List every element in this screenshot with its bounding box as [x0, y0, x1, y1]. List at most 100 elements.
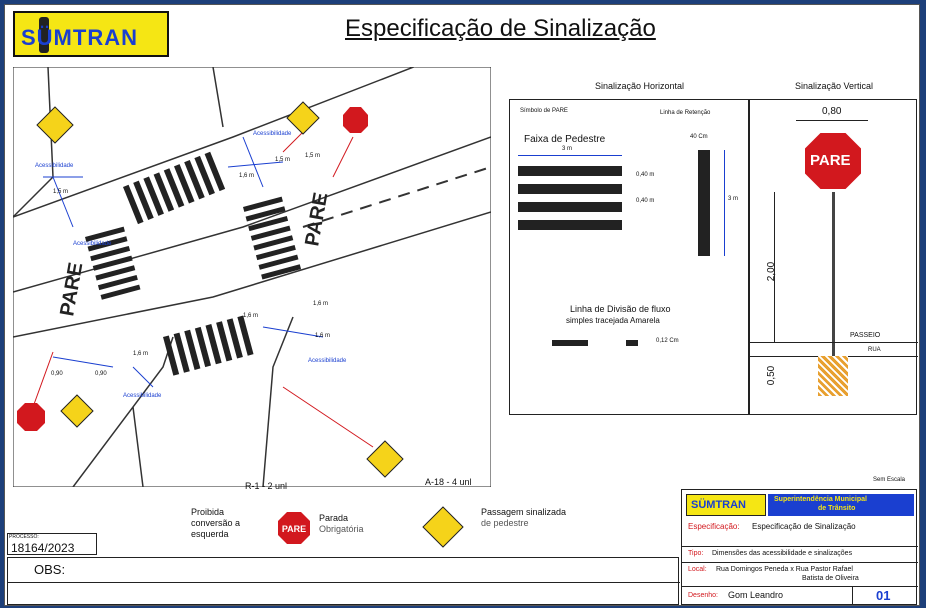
processo-box: PROCESSO: 18164/2023: [7, 533, 97, 555]
org-line1: Superintendência Municipal: [774, 496, 867, 503]
processo-value: 18164/2023: [11, 541, 75, 555]
sign-post: [832, 192, 835, 392]
legend-item3b: de pedestre: [481, 518, 529, 528]
pedestrian-sign-icon: [422, 506, 464, 548]
tipo-label: Tipo:: [688, 550, 704, 557]
title-block-logo: SÜMTRAN: [686, 494, 766, 516]
desenho-value: Gom Leandro: [728, 590, 784, 600]
legend-item2b: Obrigatória: [319, 524, 364, 534]
horizontal-title: Sinalização Horizontal: [595, 81, 685, 91]
stop-sign-icon: [343, 107, 368, 133]
faixa-width: 3 m: [562, 146, 573, 152]
passeio-label: PASSEIO: [850, 332, 881, 339]
ground-line: [750, 342, 918, 343]
footing: [818, 356, 848, 396]
espec-value: Especificação de Sinalização: [752, 522, 856, 531]
divisao-title: Linha de Divisão de fluxo: [570, 304, 671, 314]
sheet-number: 01: [876, 588, 891, 603]
drawing-sheet: SÜMTRAN Especificação de Sinalização: [4, 4, 920, 606]
pedestrian-sign-icon: [36, 106, 74, 144]
access-label: Acessibilidade: [123, 393, 162, 399]
tb-divider: [682, 562, 918, 563]
intersection-plan: PARE PARE Acessibilidade Acessibilidade …: [13, 67, 491, 487]
scale-note: Sem Escala: [873, 477, 906, 483]
divisao-dash: [552, 340, 588, 346]
page-title: Especificação de Sinalização: [345, 15, 656, 42]
height-dim: 2,00: [766, 261, 778, 282]
divisao-dash: [626, 340, 638, 346]
dim-label: 1,5 m: [275, 157, 290, 163]
legend-item3a: Passagem sinalizada: [481, 507, 567, 517]
faixa-dim-line: [518, 155, 622, 156]
stop-sign-icon: PARE: [278, 512, 310, 544]
obs-box: OBS:: [7, 557, 680, 605]
desenho-label: Desenho:: [688, 592, 718, 599]
dim-label: 1,6 m: [133, 351, 148, 357]
sign-label-a18: A-18 - 4 unl: [425, 477, 472, 487]
legend-pare-text: PARE: [282, 524, 306, 534]
stop-sign-icon: [803, 131, 863, 191]
legend-item2a: Parada: [319, 513, 349, 523]
retencao-len: 3 m: [728, 196, 739, 202]
sheet-number-box: [852, 587, 914, 604]
local-value1: Rua Domingos Peneda x Rua Pastor Rafael: [716, 566, 853, 573]
local-label: Local:: [688, 566, 707, 573]
access-label: Acessibilidade: [308, 358, 347, 364]
dim-label: 0,90: [95, 371, 107, 377]
faixa-stripe: [518, 220, 622, 230]
dim-label: 0,90: [51, 371, 63, 377]
retencao-width: 40 Cm: [690, 134, 708, 140]
title-block: SÜMTRAN Superintendência Municipal de Tr…: [681, 489, 918, 605]
logo-text: SÜMTRAN: [21, 25, 138, 50]
rua-label: RUA: [868, 347, 881, 353]
access-label: Acessibilidade: [253, 131, 292, 137]
dim-040-a: 0,40 m: [636, 172, 655, 178]
pedestrian-sign-icon: [286, 101, 320, 135]
simbolo-label: Símbolo de PARE: [520, 108, 568, 114]
retencao-bar: [698, 150, 710, 256]
traffic-light-icon: [39, 17, 49, 53]
dim-040-b: 0,40 m: [636, 198, 655, 204]
obs-divider: [8, 582, 680, 583]
divisao-dim: 0,12 Cm: [656, 338, 679, 344]
height-dim-line: [774, 192, 775, 342]
base-dim: 0,50: [766, 365, 778, 386]
width-dim-line: [796, 120, 868, 121]
processo-label: PROCESSO:: [9, 534, 39, 540]
divisao-sub: simples tracejada Amarela: [566, 316, 660, 325]
access-label: Acessibilidade: [73, 241, 112, 247]
horizontal-panel: Símbolo de PARE Linha de Retenção Faixa …: [509, 99, 749, 415]
faixa-title: Faixa de Pedestre: [524, 134, 606, 145]
pedestrian-sign-icon: [366, 440, 404, 478]
pedestrian-sign-icon: [60, 394, 94, 428]
retencao-dim-line: [724, 150, 725, 256]
vertical-title: Sinalização Vertical: [795, 81, 874, 91]
obs-label: OBS:: [34, 562, 66, 577]
access-label: Acessibilidade: [35, 163, 74, 169]
faixa-stripe: [518, 202, 622, 212]
sign-label-r1: R-1 - 2 unl: [245, 481, 288, 491]
dim-label: 1,6 m: [239, 173, 254, 179]
linha-retencao-label: Linha de Retenção: [660, 110, 711, 116]
faixa-stripe: [518, 166, 622, 176]
dim-label: 1,6 m: [243, 313, 258, 319]
logo: SÜMTRAN: [13, 11, 169, 57]
width-dim: 0,80: [822, 106, 842, 117]
faixa-stripe: [518, 184, 622, 194]
espec-label: Especificação:: [688, 522, 740, 531]
org-line2: de Trânsito: [818, 505, 856, 512]
stop-sign-text: PARE: [810, 152, 851, 169]
dim-label: 1,5 m: [53, 189, 68, 195]
stop-sign-icon: [17, 403, 45, 431]
title-block-org: Superintendência Municipal de Trânsito: [768, 494, 914, 516]
dim-label: 1,6 m: [313, 301, 328, 307]
tb-divider: [682, 546, 918, 547]
dim-label: 1,5 m: [305, 153, 320, 159]
legend-item1: Proibida conversão a esquerda: [191, 507, 241, 539]
dim-label: 1,6 m: [315, 333, 330, 339]
tb-divider: [682, 586, 918, 587]
vertical-panel: 0,80 PARE 2,00 PASSEIO RUA 0,50: [749, 99, 918, 415]
tipo-value: Dimensões das acessibilidade e sinalizaç…: [712, 550, 853, 557]
title-block-logo-text: SÜMTRAN: [691, 499, 746, 511]
local-value2: Batista de Oliveira: [802, 575, 859, 582]
